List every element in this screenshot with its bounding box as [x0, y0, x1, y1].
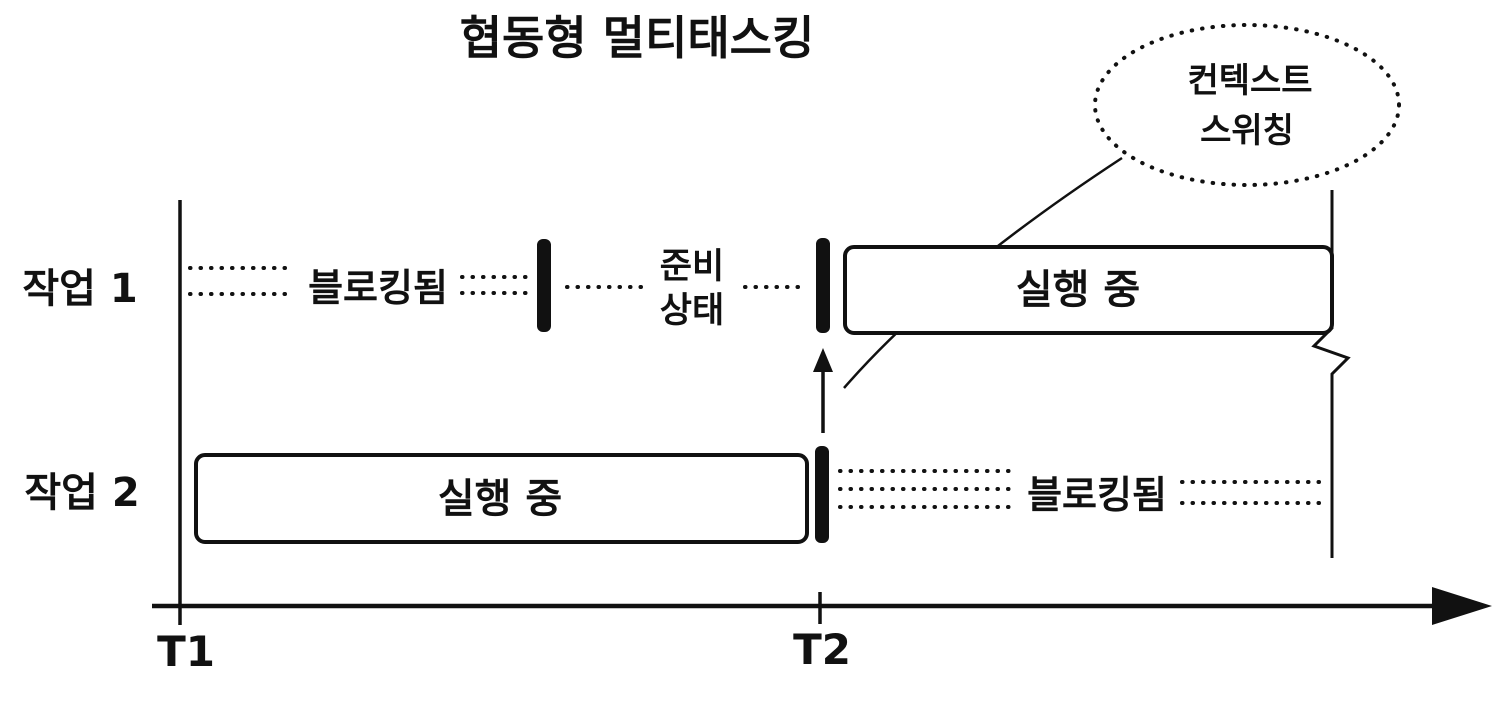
- callout-line2: 스위칭: [1200, 111, 1294, 151]
- task1-ready-line2: 상태: [660, 291, 724, 331]
- task2-label: 작업 2: [24, 470, 139, 516]
- task2-running-label: 실행 중: [438, 476, 562, 522]
- task1-state-bar-1: [537, 239, 551, 332]
- task1-state-bar-2: [816, 238, 830, 333]
- t2-tick-label: T2: [793, 625, 851, 674]
- callout-line1: 컨텍스트: [1187, 61, 1312, 101]
- context-switch-callout-ellipse: [1093, 23, 1401, 187]
- context-switch-arrow-head: [813, 348, 833, 372]
- task1-label: 작업 1: [22, 266, 137, 312]
- task1-blocked-label: 블로킹됨: [308, 266, 448, 310]
- task2-blocked-label: 블로킹됨: [1027, 473, 1167, 517]
- t1-tick-label: T1: [157, 627, 215, 676]
- task2-running-box: [194, 453, 809, 544]
- task2-state-bar: [815, 446, 829, 543]
- task1-running-label: 실행 중: [1016, 267, 1140, 313]
- timeline-axis-arrowhead: [1432, 587, 1492, 625]
- task1-ready-line1: 준비: [660, 247, 724, 287]
- task1-running-box: [843, 245, 1334, 335]
- diagram-title: 협동형 멀티태스킹: [460, 11, 815, 65]
